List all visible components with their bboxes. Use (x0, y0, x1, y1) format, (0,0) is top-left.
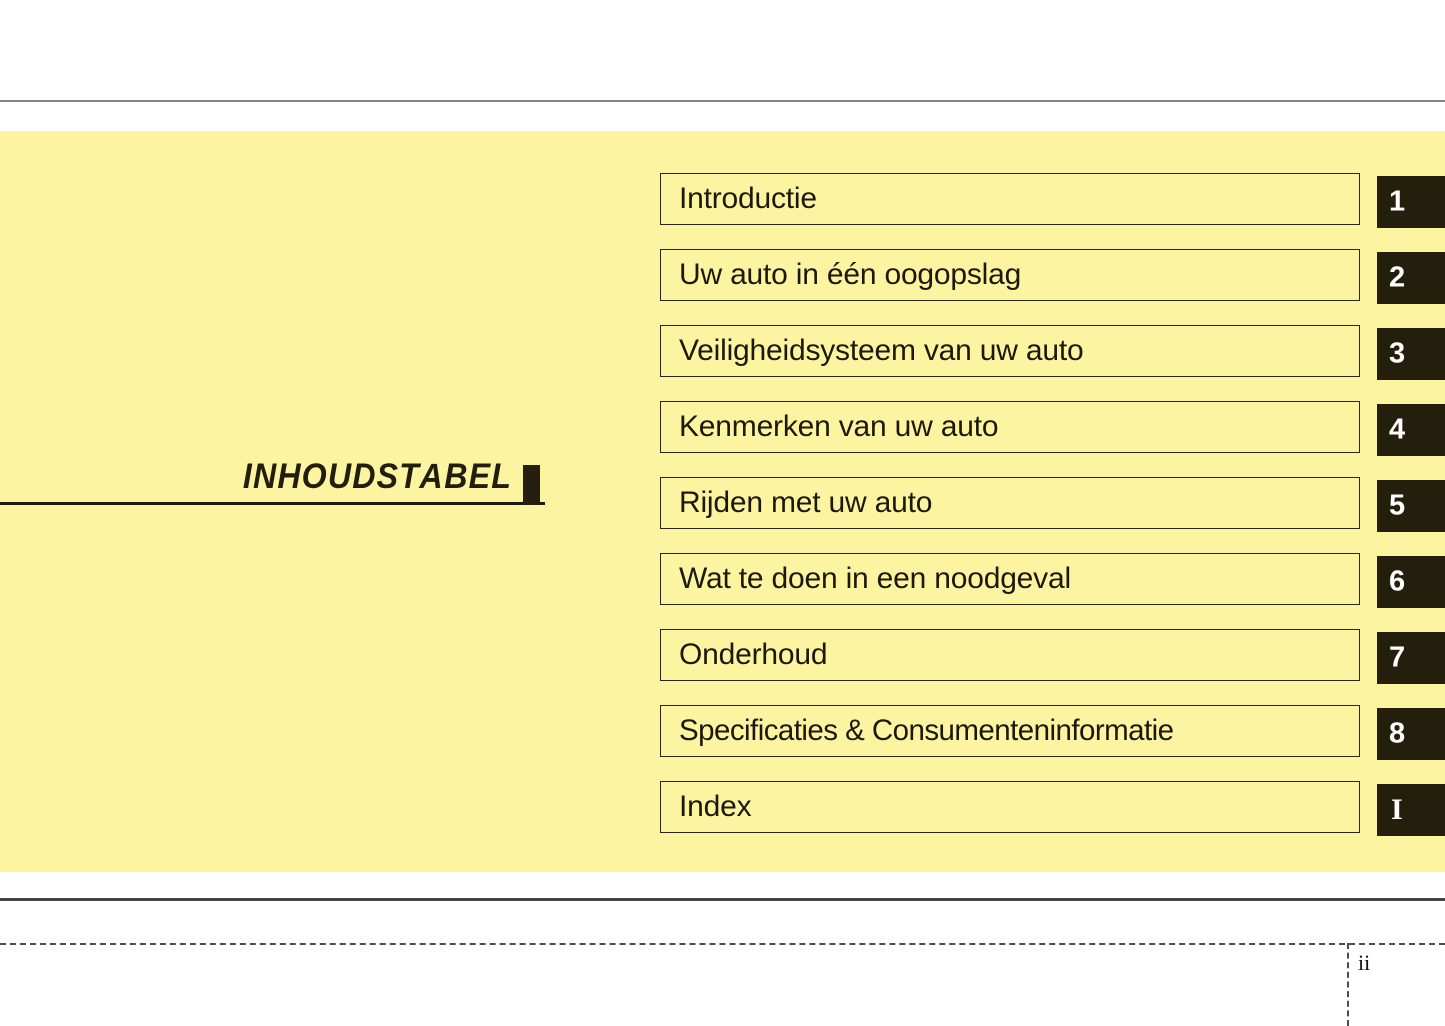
toc-chapter-tab[interactable]: 4 (1377, 404, 1445, 456)
toc-chapter-tab-number: 8 (1389, 717, 1406, 750)
toc-chapter-box[interactable]: Veiligheidsysteem van uw auto (660, 325, 1360, 377)
toc-chapter-label: Specificaties & Consumenteninformatie (679, 714, 1174, 747)
toc-chapter-label: Veiligheidsysteem van uw auto (679, 334, 1084, 367)
toc-chapter-tab[interactable]: 8 (1377, 708, 1445, 760)
toc-row[interactable]: Onderhoud 7 (660, 629, 1445, 685)
toc-chapter-tab[interactable]: 5 (1377, 480, 1445, 532)
toc-chapter-label: Onderhoud (679, 638, 828, 671)
toc-chapter-box[interactable]: Specificaties & Consumenteninformatie (660, 705, 1360, 757)
toc-chapter-tab[interactable]: 6 (1377, 556, 1445, 608)
toc-chapter-tab-number: 5 (1389, 489, 1406, 522)
toc-chapter-label: Uw auto in één oogopslag (679, 258, 1022, 291)
crop-mark-horizontal (0, 943, 1445, 945)
toc-chapter-label: Introductie (679, 182, 817, 215)
toc-row[interactable]: Kenmerken van uw auto 4 (660, 401, 1445, 457)
title-underline-rule (0, 502, 545, 505)
toc-chapter-tab-number: 3 (1389, 337, 1406, 370)
toc-row[interactable]: Introductie 1 (660, 173, 1445, 229)
crop-mark-vertical (1347, 943, 1349, 1026)
toc-chapter-tab-number: 7 (1389, 641, 1406, 674)
toc-chapter-label: Kenmerken van uw auto (679, 410, 999, 443)
toc-chapter-tab[interactable]: 7 (1377, 632, 1445, 684)
page-title: INHOUDSTABEL (41, 456, 512, 498)
toc-chapter-tab-number: 1 (1389, 185, 1406, 218)
toc-chapter-label: Wat te doen in een noodgeval (679, 562, 1071, 595)
toc-chapter-tab[interactable]: I (1377, 784, 1445, 836)
toc-row[interactable]: Uw auto in één oogopslag 2 (660, 249, 1445, 305)
toc-row[interactable]: Rijden met uw auto 5 (660, 477, 1445, 533)
toc-row[interactable]: Veiligheidsysteem van uw auto 3 (660, 325, 1445, 381)
page-title-block: INHOUDSTABEL (0, 330, 560, 530)
toc-chapter-tab-number: 4 (1389, 413, 1406, 446)
toc-chapter-tab[interactable]: 3 (1377, 328, 1445, 380)
toc-chapter-tab[interactable]: 2 (1377, 252, 1445, 304)
toc-chapter-box[interactable]: Onderhoud (660, 629, 1360, 681)
toc-chapter-box[interactable]: Uw auto in één oogopslag (660, 249, 1360, 301)
black-square-marker-icon (523, 465, 540, 505)
toc-chapter-box[interactable]: Rijden met uw auto (660, 477, 1360, 529)
page-title-part-1: INHOUDST (242, 457, 420, 496)
page-number: ii (1358, 950, 1371, 975)
toc-chapter-tab[interactable]: 1 (1377, 176, 1445, 228)
toc-chapter-tab-number: 6 (1389, 565, 1406, 598)
toc-chapter-box[interactable]: Index (660, 781, 1360, 833)
toc-row[interactable]: Wat te doen in een noodgeval 6 (660, 553, 1445, 609)
toc-chapter-label: Rijden met uw auto (679, 486, 933, 519)
toc-row[interactable]: Specificaties & Consumenteninformatie 8 (660, 705, 1445, 761)
toc-chapter-box[interactable]: Kenmerken van uw auto (660, 401, 1360, 453)
toc-chapter-tab-number: I (1391, 793, 1403, 826)
footer-rule (0, 898, 1445, 901)
toc-row[interactable]: Index I (660, 781, 1445, 837)
toc-chapter-label: Index (679, 790, 752, 823)
header-rule (0, 100, 1445, 102)
page-title-part-2: BEL (444, 457, 512, 496)
toc-chapter-box[interactable]: Wat te doen in een noodgeval (660, 553, 1360, 605)
toc-chapter-tab-number: 2 (1389, 261, 1406, 294)
toc-chapter-box[interactable]: Introductie (660, 173, 1360, 225)
